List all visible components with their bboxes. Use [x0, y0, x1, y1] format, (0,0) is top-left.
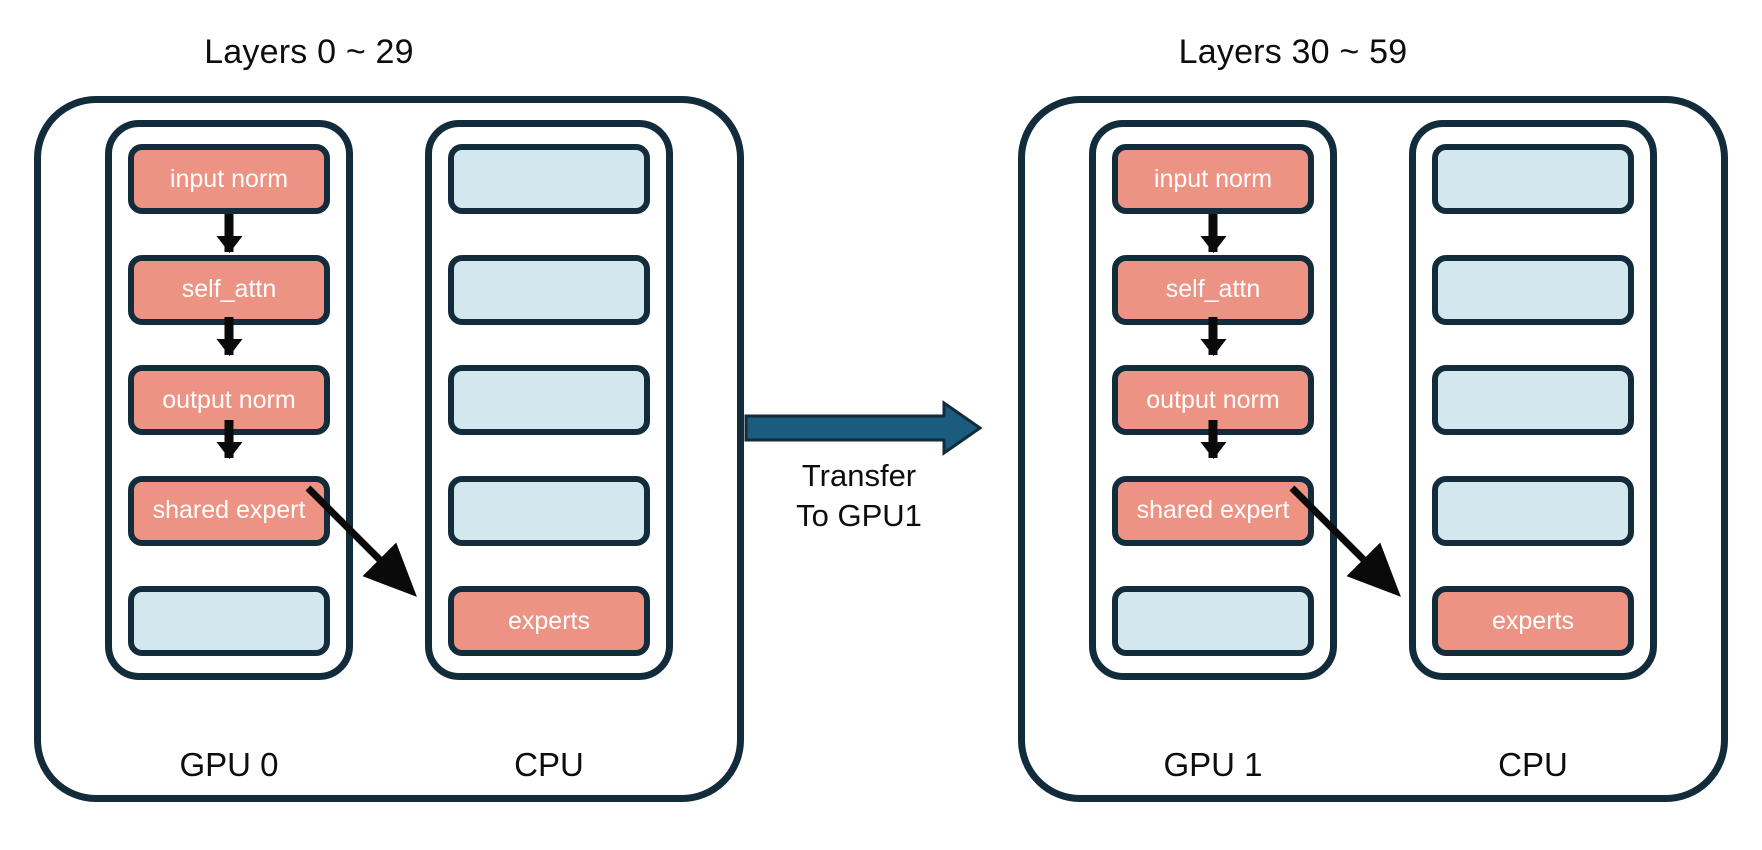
transfer-arrow-group: Transfer To GPU1: [744, 400, 1014, 580]
block-label: experts: [508, 606, 590, 635]
group-title-right: Layers 30 ~ 59: [1178, 33, 1408, 71]
block-self-attn[interactable]: self_attn: [128, 254, 330, 325]
block-label: self_attn: [181, 275, 277, 303]
gpu-column-left: input norm self_attn output norm shared …: [105, 120, 353, 680]
device-labels-left: GPU 0 CPU: [34, 746, 744, 784]
block-label: input norm: [169, 164, 289, 193]
block-label: input norm: [1153, 164, 1273, 193]
device-labels-right: GPU 1 CPU: [1018, 746, 1728, 784]
transfer-label-line2: To GPU1: [796, 498, 922, 533]
block-input-norm[interactable]: input norm: [128, 144, 330, 214]
cpu-expert-slot-2[interactable]: [448, 254, 650, 325]
block-experts[interactable]: experts: [448, 586, 650, 656]
block-experts[interactable]: experts: [1432, 586, 1634, 656]
cpu-expert-slot-1[interactable]: [1432, 144, 1634, 214]
flow-arrow-2: [1208, 317, 1218, 355]
cpu-expert-slot-4[interactable]: [1432, 475, 1634, 546]
block-label: output norm: [1146, 385, 1280, 414]
block-placeholder-gpu[interactable]: [1112, 586, 1314, 656]
block-placeholder-gpu[interactable]: [128, 586, 330, 656]
block-label: experts: [1492, 606, 1574, 635]
cpu-label-left: CPU: [514, 746, 584, 783]
columns-left: input norm self_attn output norm shared …: [34, 120, 744, 680]
device-group-right: Layers 30 ~ 59 input norm self_attn outp…: [1018, 33, 1728, 802]
block-shared-expert[interactable]: shared expert: [128, 475, 330, 546]
gpu-label-right: GPU 1: [1163, 746, 1263, 783]
flow-arrow-1: [1208, 214, 1218, 252]
gpu-label-left: GPU 0: [179, 746, 279, 783]
cpu-column-right: experts: [1409, 120, 1657, 680]
flow-arrow-1: [224, 214, 234, 252]
block-label: shared expert: [1136, 496, 1290, 524]
transfer-arrow-icon: [744, 400, 983, 456]
block-input-norm[interactable]: input norm: [1112, 144, 1314, 214]
cpu-column-left: experts: [425, 120, 673, 680]
cpu-expert-slot-3[interactable]: [1432, 365, 1634, 435]
transfer-label: Transfer To GPU1: [744, 456, 974, 536]
block-label: self_attn: [1165, 275, 1261, 303]
cpu-label-right: CPU: [1498, 746, 1568, 783]
block-label: shared expert: [152, 496, 306, 524]
flow-arrow-3: [1208, 420, 1218, 458]
block-self-attn[interactable]: self_attn: [1112, 254, 1314, 325]
transfer-label-line1: Transfer: [801, 458, 917, 493]
device-group-left: Layers 0 ~ 29 input norm self_attn outpu…: [34, 33, 744, 802]
columns-right: input norm self_attn output norm shared …: [1018, 120, 1728, 680]
cpu-expert-slot-3[interactable]: [448, 365, 650, 435]
cpu-expert-slot-4[interactable]: [448, 475, 650, 546]
block-shared-expert[interactable]: shared expert: [1112, 475, 1314, 546]
group-title-left: Layers 0 ~ 29: [204, 33, 414, 71]
cpu-expert-slot-1[interactable]: [448, 144, 650, 214]
flow-arrow-2: [224, 317, 234, 355]
gpu-column-right: input norm self_attn output norm shared …: [1089, 120, 1337, 680]
block-label: output norm: [162, 385, 296, 414]
flow-arrow-3: [224, 420, 234, 458]
cpu-expert-slot-2[interactable]: [1432, 254, 1634, 325]
